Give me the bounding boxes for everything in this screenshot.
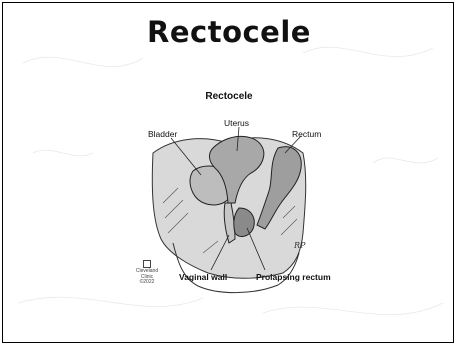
slide: Rectocele Rectocele [2, 2, 454, 343]
cleveland-clinic-logo-icon [143, 260, 151, 268]
rectocele-illustration [3, 3, 454, 343]
label-bladder: Bladder [148, 129, 177, 139]
label-prolapsing-rectum: Prolapsing rectum [256, 272, 331, 282]
source-line-3: ©2022 [140, 279, 155, 285]
label-uterus: Uterus [224, 118, 249, 128]
source-credit: Cleveland Clinic ©2022 [133, 260, 161, 286]
label-vaginal-wall: Vaginal wall [179, 272, 227, 282]
label-rectum: Rectum [292, 129, 321, 139]
artist-signature: RP [294, 241, 305, 250]
